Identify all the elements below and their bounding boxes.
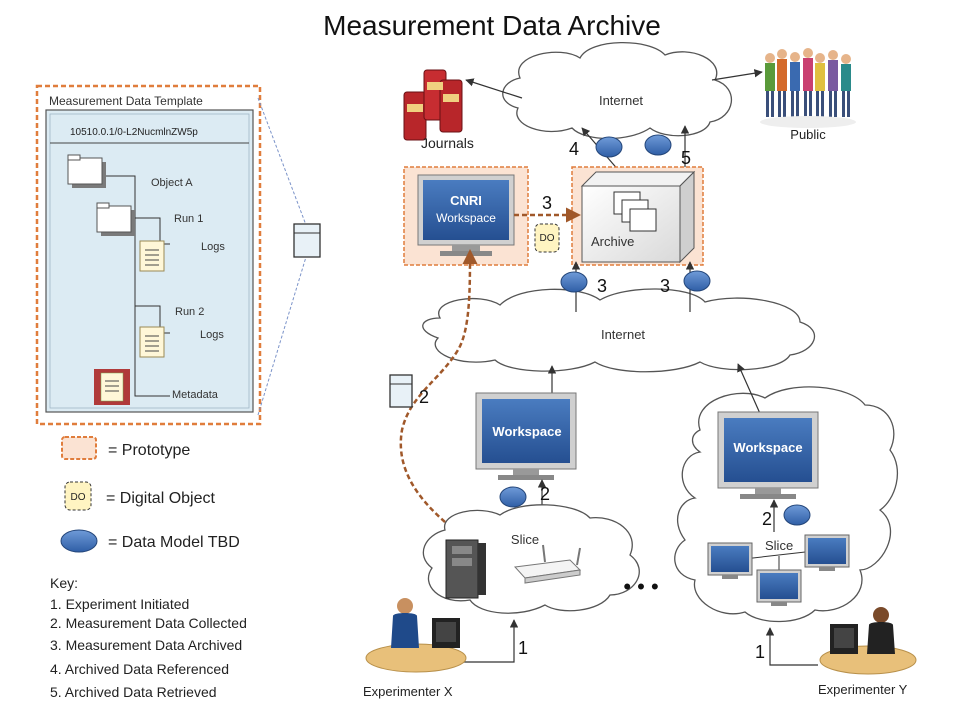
slice-x-label: Slice [511, 532, 539, 547]
legend-do-badge: DO [71, 492, 86, 503]
legend-data-model-swatch [60, 529, 98, 553]
workspace-y-monitor [717, 411, 819, 499]
step-3-archive-label: 3 [542, 193, 552, 213]
step-2-x-label: 2 [540, 484, 550, 504]
zoom-line [257, 97, 307, 226]
arrow-step1-y [765, 627, 818, 666]
step-2-path-label: 2 [419, 387, 429, 407]
experimenter-x-figure [365, 598, 467, 673]
arrow-to-public [711, 69, 763, 81]
legend-digital-object-label: = Digital Object [106, 490, 215, 507]
dashed-path-step2 [399, 249, 478, 523]
template-tree-lines [104, 175, 170, 397]
archive-label: Archive [591, 234, 634, 249]
step-1-x-label: 1 [518, 638, 528, 658]
step-1-y-label: 1 [755, 642, 765, 662]
key-item: 5. Archived Data Retrieved [50, 684, 217, 700]
workspace-x-label: Workspace [492, 424, 561, 439]
cnri-label: CNRI [450, 193, 482, 208]
step-3-left-label: 3 [597, 276, 607, 296]
data-small-icon [389, 374, 413, 408]
key-item: 1. Experiment Initiated [50, 596, 189, 612]
cnri-workspace-label: Workspace [436, 211, 496, 225]
step-3-right-label: 3 [660, 276, 670, 296]
legend-prototype-swatch [61, 436, 97, 460]
key-item: 4. Archived Data Referenced [50, 661, 229, 677]
do-badge [534, 223, 560, 253]
journals-books-icon [403, 69, 463, 141]
journals-label: Journals [421, 135, 474, 151]
experimenter-y-label: Experimenter Y [818, 682, 908, 697]
data-model-oval [499, 486, 527, 508]
computer-icon [756, 569, 802, 606]
metadata-document-icon [94, 369, 130, 405]
template-heading: Measurement Data Template [49, 94, 203, 108]
arrow-workspace-y-up [737, 363, 763, 419]
experimenter-y-figure [819, 607, 917, 675]
run1-label: Run 1 [174, 213, 203, 225]
measurement-data-template: Measurement Data Template 10510.0.1/0-L2… [35, 84, 262, 426]
archive-folders-icon [613, 191, 657, 232]
ellipsis: • • • [623, 574, 658, 599]
folder-icon [67, 154, 106, 188]
computer-icon [804, 534, 850, 571]
data-model-oval [595, 136, 623, 158]
slice-y-label: Slice [765, 538, 793, 553]
key-item: 3. Measurement Data Archived [50, 637, 242, 653]
logs1-label: Logs [201, 241, 225, 253]
template-panel-inner [49, 113, 250, 409]
logs2-label: Logs [200, 329, 224, 341]
page-title: Measurement Data Archive [323, 10, 661, 41]
computer-icon [707, 542, 753, 579]
step-5-label: 5 [681, 148, 691, 168]
router-icon [513, 544, 582, 584]
legend-data-model-label: = Data Model TBD [108, 534, 240, 551]
folder-icon [96, 202, 135, 236]
experimenter-x-label: Experimenter X [363, 684, 453, 699]
zoom-line [257, 256, 307, 416]
document-icon [139, 240, 165, 272]
data-model-oval [644, 134, 672, 156]
key-item: 2. Measurement Data Collected [50, 615, 247, 631]
legend: = Prototype DO = Digital Object = Data M… [60, 436, 240, 553]
legend-do-swatch [64, 481, 92, 511]
arrow-to-journals [465, 78, 523, 99]
internet-top-label: Internet [599, 93, 643, 108]
step-2-y-label: 2 [762, 509, 772, 529]
legend-prototype-label: = Prototype [108, 442, 190, 459]
workspace-y-label: Workspace [733, 440, 802, 455]
data-model-oval [683, 270, 711, 292]
workspace-x-monitor [475, 392, 577, 480]
key: Key: 1. Experiment Initiated 2. Measurem… [50, 575, 247, 700]
data-model-oval [560, 271, 588, 293]
internet-cloud-middle: Internet [422, 288, 815, 373]
public-label: Public [790, 127, 826, 142]
template-small-icon [293, 223, 321, 258]
document-icon [139, 326, 165, 358]
arrow-step1-x [462, 619, 519, 663]
object-a-label: Object A [151, 177, 193, 189]
run2-label: Run 2 [175, 306, 204, 318]
metadata-label: Metadata [172, 389, 219, 401]
data-model-oval [783, 504, 811, 526]
server-icon [445, 539, 486, 599]
internet-cloud-top: Internet [502, 41, 732, 140]
template-handle: 10510.0.1/0-L2NucmlnZW5p [70, 127, 198, 138]
internet-middle-label: Internet [601, 327, 645, 342]
step-4-label: 4 [569, 139, 579, 159]
key-heading: Key: [50, 575, 78, 591]
do-badge-label: DO [540, 233, 555, 244]
public-people-icon [760, 48, 856, 128]
template-prototype-border [35, 84, 262, 426]
cnri-workspace-monitor [417, 174, 515, 256]
